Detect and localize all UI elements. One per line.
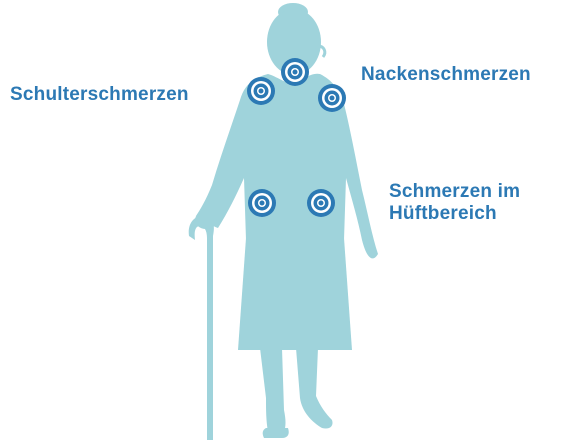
target-icon <box>318 84 346 112</box>
shoulder-pain-label: Schulterschmerzen <box>10 84 189 106</box>
hip-pain-label-line2: Hüftbereich <box>389 203 520 225</box>
left-leg <box>260 348 286 432</box>
target-icon <box>248 189 276 217</box>
target-icon <box>307 189 335 217</box>
target-icon <box>281 58 309 86</box>
neck-pain-label: Nackenschmerzen <box>361 64 531 86</box>
walking-cane <box>189 216 214 440</box>
hip-pain-label-line1: Schmerzen im <box>389 181 520 203</box>
skirt <box>238 238 352 350</box>
target-icon <box>247 77 275 105</box>
jacket <box>196 74 378 259</box>
hip-pain-label: Schmerzen im Hüftbereich <box>389 181 520 225</box>
right-leg <box>296 348 333 429</box>
